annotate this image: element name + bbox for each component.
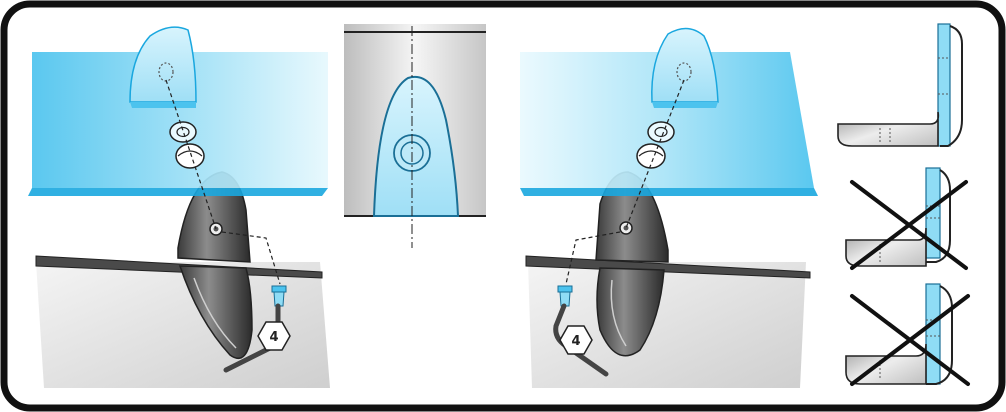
check-bracket-right-correct xyxy=(940,25,963,147)
hex-size-label-right: 4 xyxy=(571,334,580,349)
glass-edge-right xyxy=(520,188,818,196)
glass-plate-right xyxy=(520,52,814,188)
stand-highlight-right xyxy=(610,279,627,347)
stand-neck-right xyxy=(596,267,665,357)
cross-mark-1b xyxy=(850,180,968,270)
check-wrong-1 xyxy=(845,167,968,270)
glass-edge-left xyxy=(28,188,328,196)
check-base-correct xyxy=(837,111,940,147)
screw-right xyxy=(557,285,573,307)
screw-path-right xyxy=(565,231,621,285)
monitor-back-left xyxy=(36,262,330,388)
hex-size-badge-right: 4 xyxy=(559,325,593,355)
clamp-pad-base-left xyxy=(130,102,196,108)
check-wrong-2 xyxy=(845,283,970,386)
panel-mount-right: 4 xyxy=(520,27,818,388)
panel-front-detail xyxy=(344,24,486,248)
screw-left xyxy=(271,285,287,307)
check-bracket-wrong-2 xyxy=(926,285,953,385)
hex-size-label-left: 4 xyxy=(269,330,278,345)
screw-hole-center-right xyxy=(623,225,629,231)
washer-stack-right xyxy=(636,121,675,169)
stand-highlight-left xyxy=(193,277,237,349)
washer-stack-left xyxy=(169,121,205,169)
monitor-back-right xyxy=(528,262,806,388)
clamp-pad-right xyxy=(651,27,719,103)
check-glass-wrong-2 xyxy=(925,283,941,385)
hex-size-badge-left: 4 xyxy=(257,321,291,351)
check-bracket-wrong-1 xyxy=(926,169,951,263)
cross-mark-2b xyxy=(850,294,970,386)
check-correct xyxy=(837,23,963,147)
panel-alignment-checks xyxy=(837,23,970,386)
axis-line-left xyxy=(165,79,217,230)
clamp-pad-base-right xyxy=(652,102,718,108)
axis-line-right xyxy=(625,79,685,229)
screw-path-left xyxy=(221,231,281,285)
panel-mount-left: 4 xyxy=(28,26,330,388)
clamp-pad-left xyxy=(129,26,197,103)
check-glass-correct xyxy=(937,23,951,147)
monitor-top-edge-right xyxy=(525,255,811,279)
